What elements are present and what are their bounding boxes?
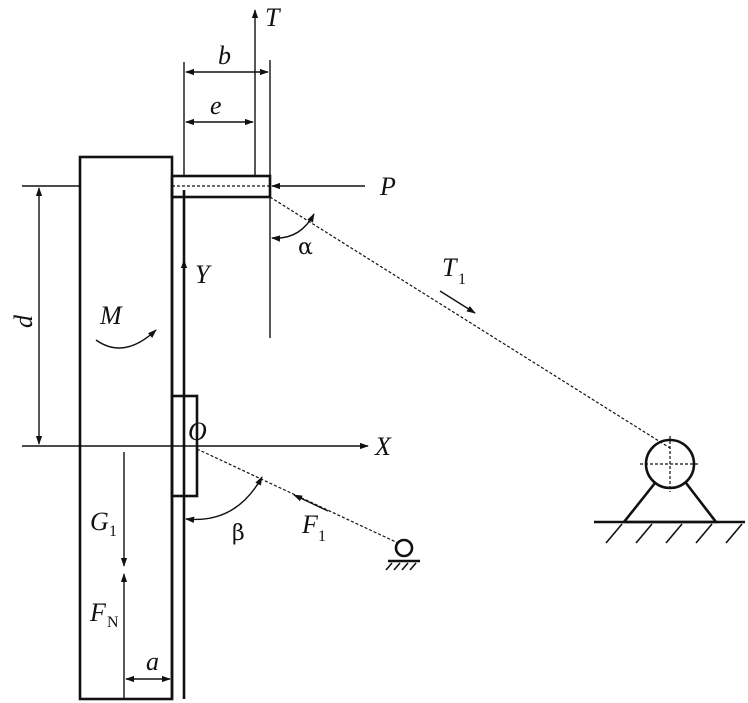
- label-y: Y: [195, 260, 212, 289]
- label-p: P: [379, 172, 396, 201]
- label-m: M: [99, 301, 123, 330]
- label-o: O: [188, 417, 207, 446]
- label-f1-sub: 1: [318, 528, 326, 545]
- beta-angle-arc: [185, 476, 263, 523]
- pin-support: [394, 538, 414, 558]
- label-g1: G: [90, 507, 109, 536]
- label-alpha: α: [298, 235, 313, 260]
- label-b: b: [218, 41, 231, 70]
- moment-arc: [95, 329, 157, 349]
- label-a: a: [146, 647, 159, 676]
- label-f1: F: [301, 510, 319, 539]
- label-x: X: [374, 432, 392, 461]
- t1-arrow: [439, 290, 476, 314]
- f1-arrow: [293, 494, 329, 512]
- t1-cable: [269, 196, 671, 449]
- label-t: T: [265, 3, 281, 32]
- label-fn-sub: N: [107, 614, 119, 631]
- label-t1: T: [442, 253, 458, 282]
- label-t1-sub: 1: [458, 271, 466, 288]
- label-g1-sub: 1: [109, 523, 117, 540]
- alpha-angle-arc: [271, 213, 315, 242]
- label-e: e: [210, 91, 222, 120]
- label-fn: F: [89, 598, 107, 627]
- top-arm: [170, 174, 272, 199]
- label-beta: β: [232, 521, 245, 546]
- ground-hatching: [605, 523, 743, 544]
- pin-hatching: [385, 562, 417, 571]
- label-d: d: [9, 314, 38, 328]
